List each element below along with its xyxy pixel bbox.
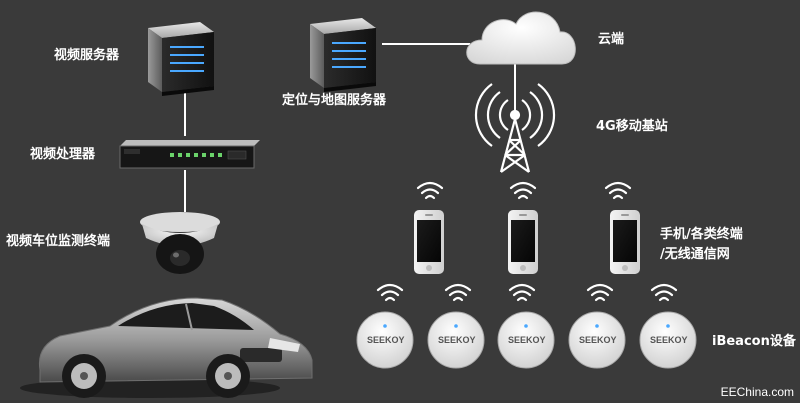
dome-camera-icon (140, 212, 220, 274)
video-server-icon (148, 22, 214, 96)
video-processor-icon (119, 140, 260, 169)
wifi-icon (416, 181, 444, 200)
ibeacon-devices: SEEKOY SEEKOY SEEKOY SEEKOY SEEKOY (356, 311, 697, 369)
connection-lines (184, 43, 516, 212)
beacon-brand-text: SEEKOY (650, 335, 688, 345)
phone-2 (508, 210, 538, 274)
wifi-icon (444, 283, 472, 302)
label-cloud: 云端 (598, 32, 625, 47)
ibeacon-device: SEEKOY (639, 311, 697, 369)
label-ibeacon: iBeacon设备 (712, 334, 796, 349)
ibeacon-device: SEEKOY (356, 311, 414, 369)
wifi-icons (376, 181, 678, 302)
beacon-brand-text: SEEKOY (438, 335, 476, 345)
car-image (20, 297, 313, 398)
label-video-server: 视频服务器 (54, 48, 120, 63)
wifi-icon (604, 181, 632, 200)
wifi-icon (376, 283, 404, 302)
label-phones-line1: 手机/各类终端 (660, 227, 743, 242)
phone-1 (414, 210, 444, 274)
label-video-terminal: 视频车位监测终端 (6, 234, 111, 249)
phone-3 (610, 210, 640, 274)
wifi-icon (508, 283, 536, 302)
beacon-brand-text: SEEKOY (508, 335, 546, 345)
watermark-text: EEChina.com (720, 385, 794, 399)
wifi-icon (509, 181, 537, 200)
ibeacon-device: SEEKOY (427, 311, 485, 369)
label-base-station: 4G移动基站 (596, 119, 668, 134)
wifi-icon (586, 283, 614, 302)
label-location-map-server: 定位与地图服务器 (282, 93, 387, 108)
ibeacon-device: SEEKOY (568, 311, 626, 369)
label-video-processor: 视频处理器 (30, 147, 96, 162)
beacon-brand-text: SEEKOY (579, 335, 617, 345)
ibeacon-device: SEEKOY (497, 311, 555, 369)
label-phones-line2: /无线通信网 (660, 247, 730, 262)
wifi-icon (650, 283, 678, 302)
cloud-icon (466, 11, 576, 65)
cell-tower-icon (474, 83, 556, 173)
location-map-server-icon (310, 18, 376, 92)
beacon-brand-text: SEEKOY (367, 335, 405, 345)
